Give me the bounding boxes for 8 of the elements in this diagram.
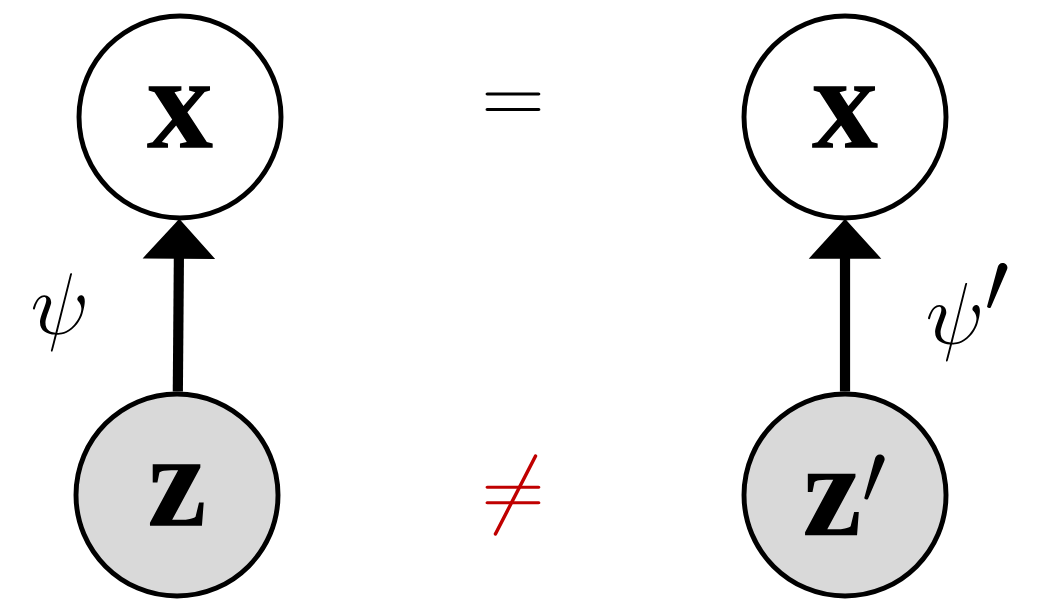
circle-node: $\mathbf{z}$ (73, 391, 281, 599)
relation-symbol: $\neq$ (485, 454, 541, 536)
relation-symbol: $=$ (485, 92, 541, 111)
edge-label: $\psi$ (33, 273, 85, 352)
circle-node: $\mathbf{z}'$ (741, 391, 949, 599)
circle-node: $\mathbf{x}$ (76, 13, 284, 221)
circle-node: $\mathbf{x}$ (741, 13, 949, 221)
edge-label: $\psi'$ (928, 263, 1008, 362)
